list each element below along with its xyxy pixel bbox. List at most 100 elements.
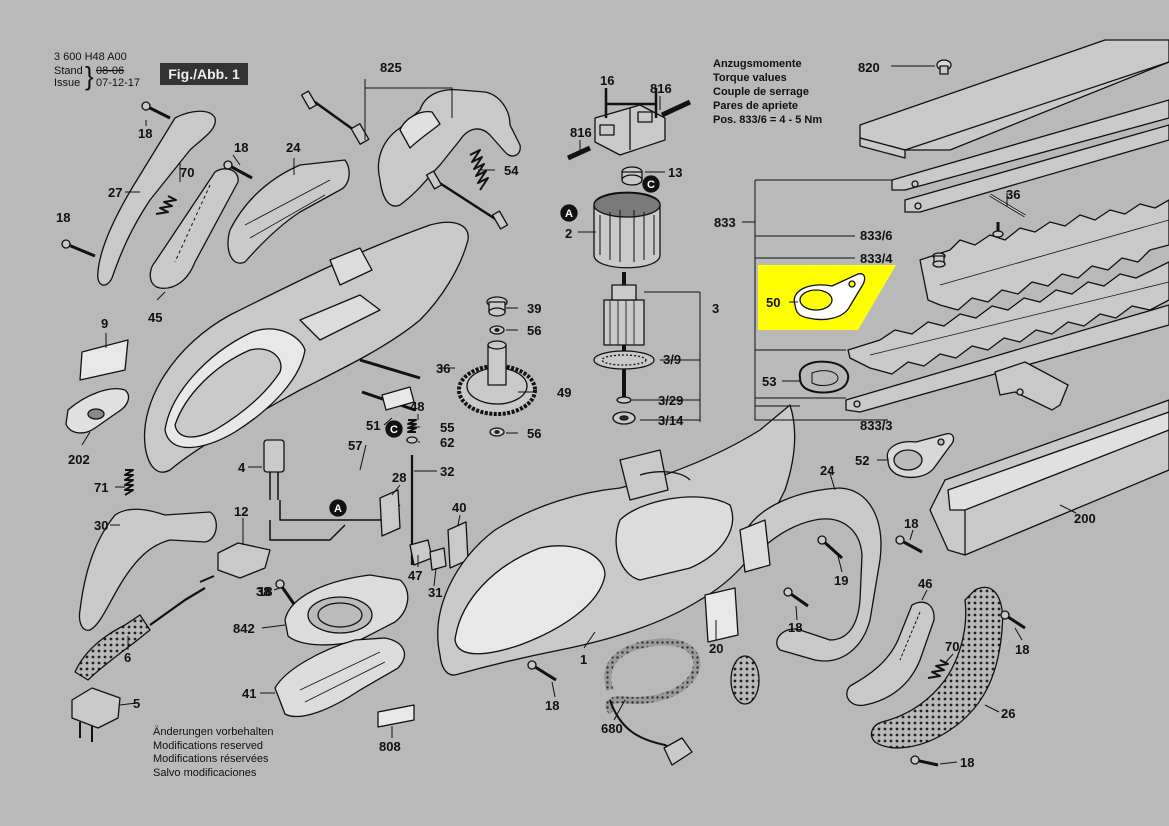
ref-51: 51 <box>366 418 380 433</box>
ref-48: 48 <box>410 399 424 414</box>
ref-833-6: 833/6 <box>860 228 893 243</box>
capacitor-4 <box>263 439 285 500</box>
note-line: Modifications reserved <box>153 739 264 752</box>
cutter-blade-lower <box>847 261 1169 375</box>
ref-26: 26 <box>1001 706 1015 721</box>
bracket-202 <box>65 388 130 434</box>
link-rod-825 <box>300 90 370 145</box>
bearing-13 <box>621 166 643 186</box>
ref-24a: 24 <box>286 140 301 155</box>
note-line: Änderungen vorbehalten <box>153 726 274 738</box>
marker-letter-c2: C <box>390 424 398 436</box>
note-line: Salvo modificaciones <box>153 766 257 779</box>
ref-62: 62 <box>440 435 454 450</box>
ref-20: 20 <box>709 641 723 656</box>
torque-line: Pos. 833/6 = 4 - 5 Nm <box>713 114 823 126</box>
ref-18h: 18 <box>1015 642 1029 657</box>
washer-56a <box>489 325 505 335</box>
nut-833-4 <box>932 252 946 268</box>
ref-3-29: 3/29 <box>658 393 683 408</box>
ref-53: 53 <box>762 374 776 389</box>
screw-18i <box>910 755 939 767</box>
marker-c-motor <box>642 175 660 193</box>
ref-28: 28 <box>392 470 406 485</box>
marker-letter-a1: A <box>565 208 573 220</box>
marker-c-lower <box>385 420 403 438</box>
ref-200: 200 <box>1074 511 1096 526</box>
cover-27 <box>97 110 216 286</box>
ref-27: 27 <box>108 185 122 200</box>
screw-19 <box>817 535 844 560</box>
new-date: 07-12-17 <box>96 77 141 89</box>
bracket-31 <box>429 547 447 571</box>
ref-12: 12 <box>234 504 248 519</box>
ref-18g: 18 <box>788 620 802 635</box>
washer-3-29 <box>616 396 632 404</box>
screw-18d <box>275 579 296 605</box>
spring-70a <box>155 195 177 215</box>
figure-badge: Fig./Abb. 1 <box>160 63 248 85</box>
circlip-53 <box>798 360 850 394</box>
ref-4: 4 <box>238 460 246 475</box>
ref-57: 57 <box>348 438 362 453</box>
bracket-28 <box>379 489 401 537</box>
ref-55: 55 <box>440 420 454 435</box>
switch-12 <box>199 542 271 583</box>
ref-39: 39 <box>527 301 541 316</box>
ref-71: 71 <box>94 480 108 495</box>
label-51 <box>381 386 415 411</box>
ref-13: 13 <box>668 165 682 180</box>
label-20 <box>704 587 739 643</box>
ref-9: 9 <box>101 316 108 331</box>
ref-833-4: 833/4 <box>860 251 893 266</box>
ref-19: 19 <box>834 573 848 588</box>
ref-70a: 70 <box>180 165 194 180</box>
ref-18c: 18 <box>56 210 70 225</box>
ref-18f: 18 <box>904 516 918 531</box>
stand-label: Stand <box>54 65 83 77</box>
ref-56a: 56 <box>527 323 541 338</box>
spring-54 <box>425 149 509 230</box>
ref-45: 45 <box>148 310 162 325</box>
screw-18a <box>141 101 171 120</box>
issue-label: Issue <box>54 77 81 89</box>
ref-52: 52 <box>855 453 869 468</box>
washer-56b <box>489 427 505 437</box>
plate-842 <box>284 574 409 646</box>
ref-833-3: 833/3 <box>860 418 893 433</box>
ref-18a: 18 <box>138 126 152 141</box>
stator-2 <box>593 191 661 269</box>
ref-1: 1 <box>580 652 587 667</box>
ref-50: 50 <box>766 295 780 310</box>
ref-46: 46 <box>918 576 932 591</box>
ref-18e: 18 <box>545 698 559 713</box>
housing-half-left <box>143 221 469 473</box>
torque-line: Torque values <box>713 72 787 84</box>
ref-816a: 816 <box>650 81 672 96</box>
ref-833: 833 <box>714 215 736 230</box>
ref-6: 6 <box>124 650 131 665</box>
cord-680 <box>604 638 701 766</box>
ref-32: 32 <box>440 464 454 479</box>
ref-18d: 18 <box>258 584 272 599</box>
brace-glyph: } <box>85 61 94 91</box>
ref-202: 202 <box>68 452 90 467</box>
ref-54: 54 <box>504 163 519 178</box>
bearing-3-14 <box>612 411 636 425</box>
ref-808: 808 <box>379 739 401 754</box>
ref-56b: 56 <box>527 426 541 441</box>
brush-holder-16 <box>594 104 666 156</box>
bushing-39 <box>486 296 508 317</box>
ref-3-14: 3/14 <box>658 413 684 428</box>
label-808 <box>377 704 415 728</box>
ref-816b: 816 <box>570 125 592 140</box>
spring-71 <box>124 469 134 496</box>
ref-30: 30 <box>94 518 108 533</box>
marker-letter-c1: C <box>647 179 655 191</box>
marker-a-motor <box>560 204 578 222</box>
ref-36b: 36 <box>436 361 450 376</box>
gear-49 <box>457 340 537 416</box>
